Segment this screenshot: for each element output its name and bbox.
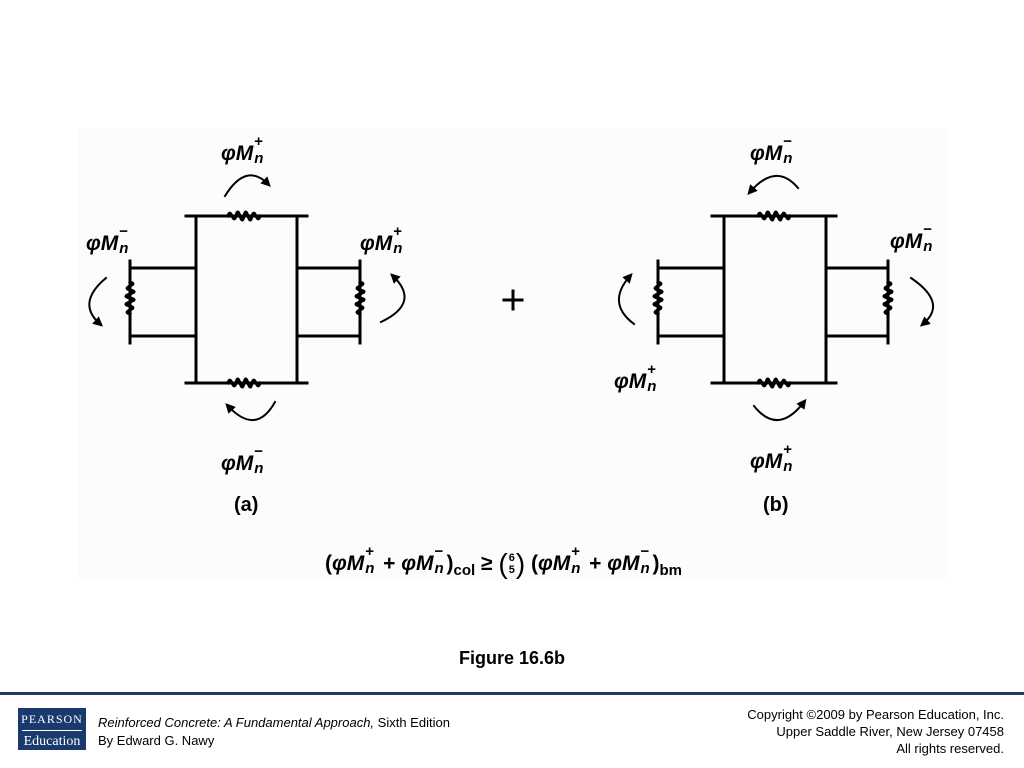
label-a-left: φM−n bbox=[86, 223, 129, 257]
spring-b-bottom bbox=[756, 377, 792, 389]
spring-b-top bbox=[756, 210, 792, 222]
figure-diagram: φM+n φM−n φM+n φM−n (a) φM−n φM+n φM−n φ… bbox=[78, 128, 948, 580]
arrow-b-bottom bbox=[752, 398, 807, 422]
spring-a-bottom bbox=[226, 377, 262, 389]
arrow-a-right bbox=[379, 273, 406, 324]
panel-a-label: (a) bbox=[234, 494, 259, 516]
copyright-line-3: All rights reserved. bbox=[896, 741, 1004, 756]
plus-sign-mark bbox=[502, 289, 524, 311]
label-a-bottom: φM−n bbox=[221, 443, 264, 477]
arrow-b-left bbox=[618, 273, 636, 326]
label-a-top: φM+n bbox=[221, 133, 264, 167]
label-b-right: φM−n bbox=[890, 221, 933, 255]
spring-a-left bbox=[124, 280, 136, 316]
logo-top-text: PEARSON bbox=[21, 712, 83, 726]
arrow-a-bottom bbox=[225, 400, 277, 422]
label-a-right: φM+n bbox=[360, 223, 403, 257]
label-b-left: φM+n bbox=[614, 361, 657, 395]
copyright-line-2: Upper Saddle River, New Jersey 07458 bbox=[776, 724, 1004, 739]
arrow-a-top bbox=[223, 174, 271, 198]
copyright-block: Copyright ©2009 by Pearson Education, In… bbox=[747, 706, 1004, 757]
book-edition: Sixth Edition bbox=[374, 715, 450, 730]
copyright-line-1: Copyright ©2009 by Pearson Education, In… bbox=[747, 707, 1004, 722]
book-title: Reinforced Concrete: A Fundamental Appro… bbox=[98, 715, 375, 730]
spring-b-left bbox=[652, 280, 664, 316]
spring-b-right bbox=[882, 280, 894, 316]
pearson-logo: PEARSON Education bbox=[18, 708, 86, 750]
arrow-b-right bbox=[909, 276, 934, 327]
spring-a-top bbox=[226, 210, 262, 222]
label-b-bottom: φM+n bbox=[750, 441, 793, 475]
arrow-a-left bbox=[88, 276, 108, 327]
footer-divider bbox=[0, 692, 1024, 695]
frame-b bbox=[656, 214, 890, 385]
panel-b-label: (b) bbox=[763, 494, 789, 516]
spring-a-right bbox=[354, 280, 366, 316]
book-info: Reinforced Concrete: A Fundamental Appro… bbox=[98, 714, 450, 750]
frame-a bbox=[128, 214, 362, 385]
frame-diagram-svg bbox=[88, 174, 934, 422]
figure-caption: Figure 16.6b bbox=[458, 648, 566, 668]
label-b-top: φM−n bbox=[750, 133, 793, 167]
arrow-b-top bbox=[747, 174, 800, 196]
logo-bottom-text: Education bbox=[23, 734, 81, 749]
book-author: By Edward G. Nawy bbox=[98, 733, 215, 748]
